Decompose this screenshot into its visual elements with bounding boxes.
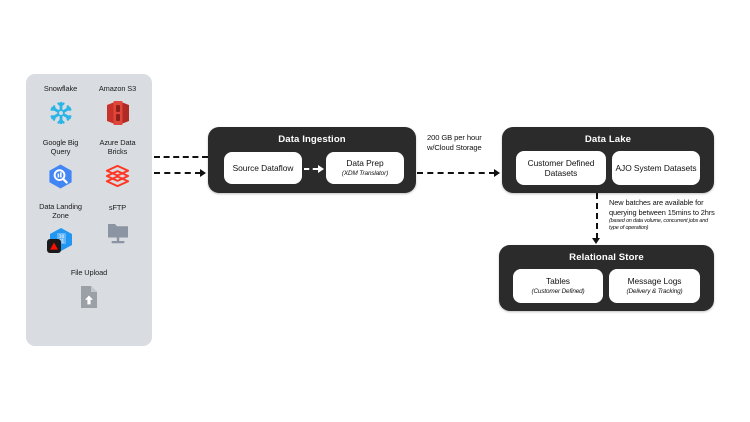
node-label: Data Prep xyxy=(346,158,384,169)
source-item-amazon-s3[interactable]: Amazon S3 xyxy=(90,84,146,130)
node-data-prep[interactable]: Data Prep (XDM Translator) xyxy=(326,152,404,184)
stage-data-ingestion: Data Ingestion Source Dataflow Data Prep… xyxy=(208,127,416,193)
source-label: Amazon S3 xyxy=(98,84,137,93)
node-ajo-system-datasets[interactable]: AJO System Datasets xyxy=(612,151,700,185)
node-sublabel: (Customer Defined) xyxy=(531,287,585,295)
throughput-line-1: 200 GB per hour xyxy=(427,133,482,142)
amazon-s3-icon xyxy=(105,96,131,130)
source-item-azure-databricks[interactable]: Azure Data Bricks xyxy=(90,138,146,193)
node-customer-defined-datasets[interactable]: Customer Defined Datasets xyxy=(516,151,606,185)
stage-relational-store: Relational Store Tables (Customer Define… xyxy=(499,245,714,311)
node-label: Customer Defined Datasets xyxy=(527,157,595,179)
svg-text:10: 10 xyxy=(58,235,64,240)
arrowhead-sources-to-ingestion xyxy=(200,169,206,177)
stage-title: Data Lake xyxy=(584,134,632,145)
source-label: File Upload xyxy=(70,268,108,278)
batch-availability-note: New batches are available for querying b… xyxy=(609,198,749,232)
node-tables[interactable]: Tables (Customer Defined) xyxy=(513,269,603,303)
connector-datalake-to-relstore xyxy=(596,193,598,239)
source-label: sFTP xyxy=(108,203,127,213)
node-label: AJO System Datasets xyxy=(615,162,697,173)
arrowhead-dataflow-to-prep xyxy=(318,165,324,173)
source-label: Google Big Query xyxy=(42,138,79,156)
source-item-google-bigquery[interactable]: Google Big Query xyxy=(33,138,89,193)
svg-text:01: 01 xyxy=(58,239,64,244)
connector-ingestion-to-datalake xyxy=(417,172,495,174)
batch-note-fine-2: type of operation) xyxy=(609,224,649,231)
stage-data-lake: Data Lake Customer Defined Datasets AJO … xyxy=(502,127,714,193)
source-item-data-landing-zone[interactable]: Data Landing Zone 10 01 xyxy=(33,202,89,257)
stage-title: Relational Store xyxy=(569,252,644,263)
data-landing-zone-icon: 10 01 xyxy=(46,223,76,257)
file-upload-icon xyxy=(78,280,100,314)
data-sources-panel: Snowflake xyxy=(26,74,152,346)
batch-note-fine-1: (based on data volume, concurrent jobs a… xyxy=(609,217,708,224)
node-source-dataflow[interactable]: Source Dataflow xyxy=(224,152,302,184)
node-sublabel: (XDM Translator) xyxy=(341,169,389,177)
source-label: Data Landing Zone xyxy=(39,202,82,220)
source-item-file-upload[interactable]: File Upload xyxy=(61,268,117,314)
connector-sources-to-ingestion-top xyxy=(154,156,208,158)
batch-note-line-1: New batches are available for xyxy=(609,198,704,207)
connector-sources-to-ingestion-bottom xyxy=(154,172,201,174)
stage-title: Data Ingestion xyxy=(278,134,346,145)
throughput-line-2: w/Cloud Storage xyxy=(427,142,482,152)
arrowhead-datalake-to-relstore xyxy=(592,238,600,244)
node-label: Source Dataflow xyxy=(232,162,294,173)
node-label: Tables xyxy=(546,276,570,287)
azure-databricks-icon xyxy=(104,159,131,193)
throughput-label: 200 GB per hour w/Cloud Storage xyxy=(427,133,519,152)
google-bigquery-icon xyxy=(47,159,74,193)
node-label: Message Logs xyxy=(627,276,682,287)
sftp-icon xyxy=(105,215,131,249)
source-item-sftp[interactable]: sFTP xyxy=(90,203,146,249)
source-label: Snowflake xyxy=(43,84,78,93)
snowflake-icon xyxy=(48,96,74,130)
arrowhead-ingestion-to-datalake xyxy=(494,169,500,177)
connector-dataflow-to-prep xyxy=(304,168,318,170)
node-sublabel: (Delivery & Tracking) xyxy=(626,287,683,295)
batch-note-line-2: querying between 15mins to 2hrs xyxy=(609,207,715,217)
node-message-logs[interactable]: Message Logs (Delivery & Tracking) xyxy=(609,269,700,303)
source-item-snowflake[interactable]: Snowflake xyxy=(33,84,89,130)
source-label: Azure Data Bricks xyxy=(99,138,136,156)
